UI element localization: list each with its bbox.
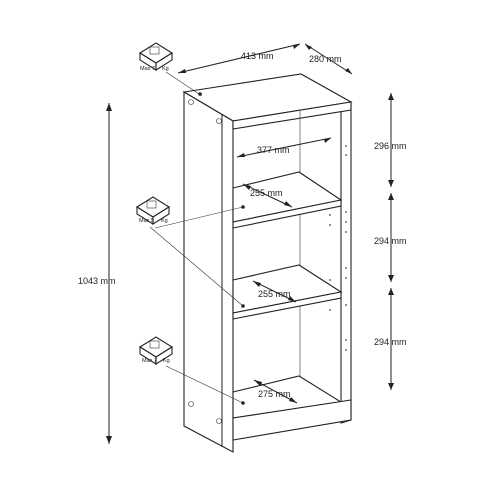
load-badge-top-unit: Kg bbox=[162, 66, 169, 72]
compartment-top-label: 296 mm bbox=[374, 141, 407, 151]
shelf-pin-holes bbox=[329, 145, 347, 351]
plinth bbox=[232, 399, 352, 441]
compartment-bottom-label: 294 mm bbox=[374, 337, 407, 347]
inner-width-dimension-line bbox=[236, 137, 332, 158]
compartment-dimension-line bbox=[388, 93, 394, 390]
shelf-2-front bbox=[232, 291, 342, 320]
left-side-panel bbox=[183, 91, 234, 453]
load-badge-bottom: Max 7 Kg bbox=[138, 336, 245, 405]
height-label: 1043 mm bbox=[78, 276, 116, 286]
cam-hole bbox=[216, 418, 222, 424]
width-dimension-line bbox=[177, 43, 301, 74]
depth-dimension-line bbox=[304, 43, 353, 75]
bottom-depth-label: 275 mm bbox=[258, 389, 291, 399]
shelf-1-depth-label: 255 mm bbox=[250, 188, 283, 198]
bottom-depth-line bbox=[253, 379, 298, 404]
load-badge-middle-label: Max 5 bbox=[139, 218, 154, 224]
weight-icon bbox=[146, 200, 157, 209]
load-badge-top: Max 7 Kg bbox=[138, 42, 203, 97]
shelf-1-depth-line bbox=[242, 183, 293, 208]
load-badge-middle-unit: Kg bbox=[161, 218, 168, 224]
cam-hole bbox=[188, 401, 194, 407]
weight-icon bbox=[149, 46, 160, 55]
load-badge-top-label: Max 7 bbox=[140, 66, 155, 72]
load-badge-middle: Max 5 Kg bbox=[135, 196, 245, 308]
shelf-1-front bbox=[232, 199, 342, 229]
compartment-middle-label: 294 mm bbox=[374, 236, 407, 246]
weight-icon bbox=[149, 340, 160, 349]
load-badge-bottom-label: Max 7 bbox=[142, 358, 157, 364]
inner-width-label: 377 mm bbox=[257, 145, 290, 155]
cam-hole bbox=[188, 99, 194, 105]
top-front-edge bbox=[232, 101, 352, 130]
width-label: 413 mm bbox=[241, 51, 274, 61]
shelf-2-depth-label: 255 mm bbox=[258, 289, 291, 299]
depth-label: 280 mm bbox=[309, 54, 342, 64]
load-badge-bottom-unit: Kg bbox=[163, 358, 170, 364]
right-side-panel bbox=[340, 101, 352, 424]
cam-hole bbox=[216, 118, 222, 124]
